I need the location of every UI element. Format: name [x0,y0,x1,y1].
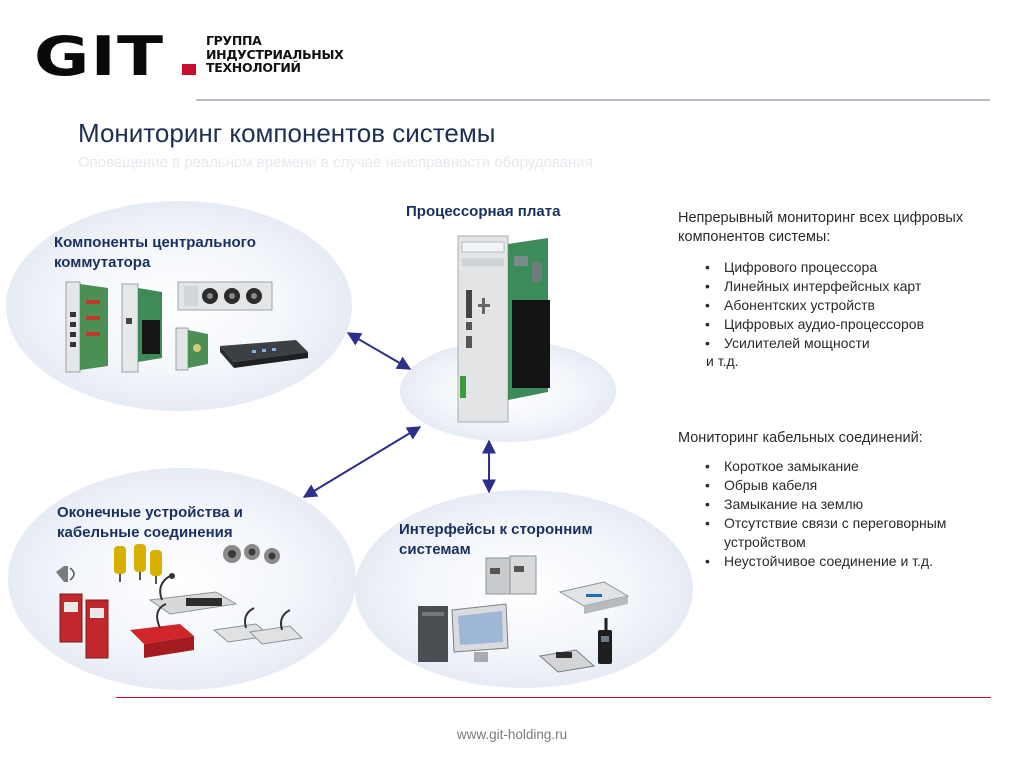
horn-speaker-icons [114,544,162,584]
radio-handset-icon [598,618,612,664]
list-item: Линейных интерфейсных карт [702,277,992,296]
arrow-central-processor [346,332,412,370]
list-item: Усилителей мощности [702,334,992,353]
logo-text: ГРУППА ИНДУСТРИАЛЬНЫХ ТЕХНОЛОГИЙ [206,34,346,75]
company-logo: GIT ГРУППА ИНДУСТРИАЛЬНЫХ ТЕХНОЛОГИЙ [34,30,344,84]
logo-red-mark [182,64,196,75]
slide-subtitle: Оповещение в реальном времени в случае н… [78,154,593,171]
logo-text-line2: ИНДУСТРИАЛЬНЫХ [206,46,344,62]
list-item: Обрыв кабеля [702,476,992,495]
logo-wordmark: GIT [34,25,165,88]
slide-title: Мониторинг компонентов системы [78,118,496,148]
processor-board-icon [457,235,550,423]
interface-modules-icon [485,555,537,595]
small-card-icon [175,327,208,371]
terminals-label: Оконечные устройства и кабельные соедине… [57,504,243,541]
list-item: Замыкание на землю [702,495,992,514]
speaker-icons-left [56,566,75,582]
footer-divider [116,697,991,698]
emergency-callpoint-icons [59,593,109,659]
logo-text-line1: ГРУППА [206,33,262,48]
red-amplifier-icon [130,603,194,658]
digital-monitoring-list: Цифрового процессора Линейных интерфейсн… [702,258,992,353]
cable-monitoring-list: Короткое замыкание Обрыв кабеля Замыкани… [702,457,992,571]
network-switch-icon [220,340,308,368]
arrow-terminals-processor [302,426,422,498]
speaker-icons-right [223,544,280,564]
processor-label: Процессорная плата [406,203,561,220]
desk-intercom-icon [212,607,304,645]
line-card-1-icon [65,281,108,373]
interfaces-label: Интерфейсы к сторонним системам [399,521,593,558]
network-device-icon [558,581,630,614]
line-card-2-icon [121,283,162,373]
central-switch-label: Компоненты центрального коммутатора [54,234,256,271]
list-item: Отсутствие связи с переговорным устройст… [702,514,992,552]
list-item: Неустойчивое соединение и т.д. [702,552,992,571]
cable-monitoring-heading: Мониторинг кабельных соединений: [678,430,923,446]
computer-workstation-icon [418,603,509,662]
list-item: Цифрового процессора [702,258,992,277]
paging-console-icon [148,573,238,615]
desk-phone-icon [538,649,596,673]
list-item: Цифровых аудио-процессоров [702,315,992,334]
list-item: Абонентских устройств [702,296,992,315]
digital-monitoring-etc: и т.д. [706,353,739,369]
fan-unit-icon [177,281,273,311]
digital-monitoring-heading: Непрерывный мониторинг всех цифровых ком… [678,210,964,245]
logo-text-line3: ТЕХНОЛОГИЙ [206,60,301,75]
list-item: Короткое замыкание [702,457,992,476]
header-divider [196,99,990,101]
footer-url: www.git-holding.ru [456,727,568,742]
